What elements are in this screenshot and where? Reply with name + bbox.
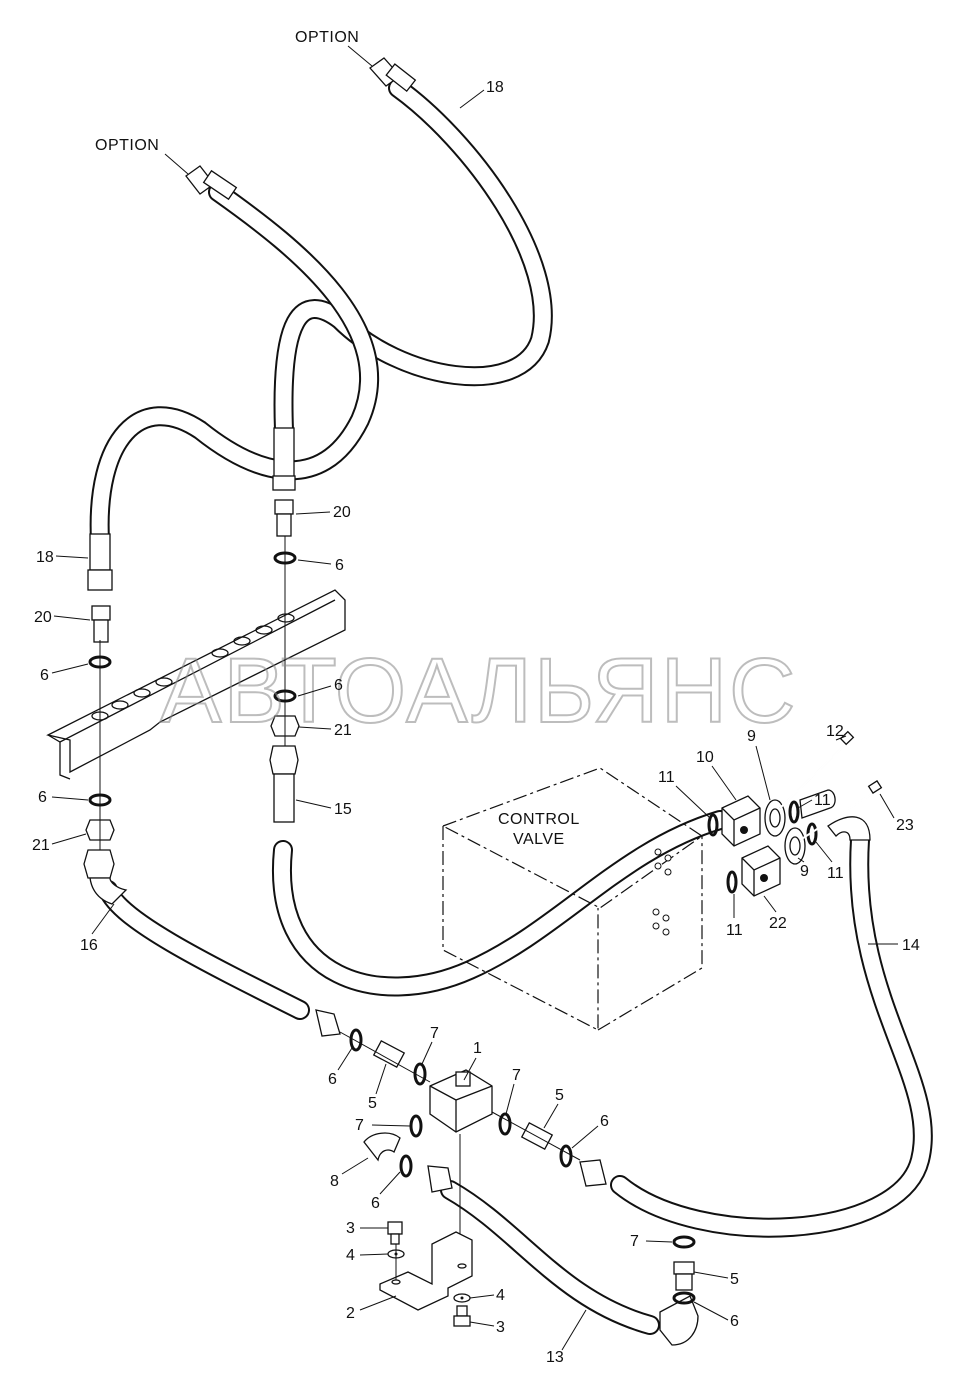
hose-15 <box>271 810 730 997</box>
callout-6-f: 6 <box>600 1113 609 1130</box>
hose-15-top-fitting <box>269 745 299 823</box>
hose-16-end-fitting <box>315 1009 341 1037</box>
split-flange-9-upper <box>764 799 786 837</box>
callout-7-c: 7 <box>355 1117 364 1134</box>
callout-11-a: 11 <box>658 769 675 786</box>
callout-10: 10 <box>696 749 714 766</box>
bolt-12 <box>779 730 855 809</box>
adapter-5-bottom <box>673 1261 695 1291</box>
orings-11 <box>707 800 818 894</box>
control-valve-label-line1: CONTROL <box>498 811 580 828</box>
callout-18-top: 18 <box>486 79 504 96</box>
callout-11-b: 11 <box>814 792 831 809</box>
callout-11-c: 11 <box>827 865 844 882</box>
callout-6-h: 6 <box>730 1313 739 1330</box>
hose-14-top-elbow <box>827 816 871 841</box>
callout-11-d: 11 <box>726 922 743 939</box>
hose-16-top-fitting <box>83 849 128 905</box>
option-label-left: OPTION <box>95 137 159 154</box>
callout-5-right: 5 <box>555 1087 564 1104</box>
callout-1: 1 <box>473 1040 482 1057</box>
callout-12: 12 <box>826 723 844 740</box>
callout-2: 2 <box>346 1305 355 1322</box>
callout-14: 14 <box>902 937 920 954</box>
adapter-5-left <box>372 1039 406 1069</box>
control-valve-label-line2: VALVE <box>513 831 565 848</box>
callout-6-d: 6 <box>38 789 47 806</box>
bolt-23 <box>799 780 883 841</box>
callout-3-upper: 3 <box>346 1220 355 1237</box>
callout-5-bottom: 5 <box>730 1271 739 1288</box>
callout-6-c: 6 <box>334 677 343 694</box>
callout-13: 13 <box>546 1349 564 1366</box>
callout-18-left: 18 <box>36 549 54 566</box>
callout-7-d: 7 <box>630 1233 639 1250</box>
callout-6-e: 6 <box>328 1071 337 1088</box>
callout-6-b: 6 <box>40 667 49 684</box>
split-flange-9-lower <box>784 827 806 865</box>
flange-10 <box>721 795 761 847</box>
callout-16: 16 <box>80 937 98 954</box>
hose-13-bottom-elbow <box>659 1295 699 1346</box>
callout-9-lower: 9 <box>800 863 809 880</box>
elbow-8 <box>363 1132 401 1162</box>
adapter-20-left <box>91 605 111 643</box>
bracket-2 <box>379 1231 473 1311</box>
bolt-3-upper <box>387 1221 403 1245</box>
adapter-20-right <box>274 499 294 537</box>
callout-21-right: 21 <box>334 722 352 739</box>
tee-block-1 <box>429 1069 493 1133</box>
bolt-3-lower <box>453 1305 471 1327</box>
callout-4-lower: 4 <box>496 1287 505 1304</box>
hose-18-top-fitting <box>369 57 417 93</box>
callout-23: 23 <box>896 817 914 834</box>
callout-4-upper: 4 <box>346 1247 355 1264</box>
hose-18-right-bottom-fitting <box>272 427 296 491</box>
orings-6-7-lower <box>349 1028 696 1305</box>
watermark: АВТОАЛЬЯНС <box>160 640 798 742</box>
hose-18-right <box>273 78 553 440</box>
callout-7-b: 7 <box>512 1067 521 1084</box>
callout-7-a: 7 <box>430 1025 439 1042</box>
callout-3-lower: 3 <box>496 1319 505 1336</box>
option-label-top: OPTION <box>295 29 359 46</box>
hose-14 <box>610 830 933 1238</box>
washer-4-lower <box>453 1293 471 1303</box>
callout-5-left: 5 <box>368 1095 377 1112</box>
callout-21-left: 21 <box>32 837 50 854</box>
tube-fitting-upper <box>799 789 836 819</box>
hose-18-left-bottom-fitting <box>87 533 113 591</box>
callout-20-right: 20 <box>333 504 351 521</box>
callout-20-left: 20 <box>34 609 52 626</box>
control-valve-block <box>442 767 704 1031</box>
hose-18-left-top-fitting <box>185 165 238 201</box>
hose-16 <box>98 880 310 1020</box>
callout-22: 22 <box>769 915 787 932</box>
hose-18-left <box>89 182 380 550</box>
hose-13 <box>440 1180 660 1335</box>
hose-13-top-fitting <box>427 1165 453 1193</box>
callout-6-g: 6 <box>371 1195 380 1212</box>
callout-6-a: 6 <box>335 557 344 574</box>
callout-8: 8 <box>330 1173 339 1190</box>
callout-9-upper: 9 <box>747 728 756 745</box>
hose-14-bottom-fitting <box>579 1159 607 1187</box>
callout-15: 15 <box>334 801 352 818</box>
flange-22 <box>741 845 781 897</box>
